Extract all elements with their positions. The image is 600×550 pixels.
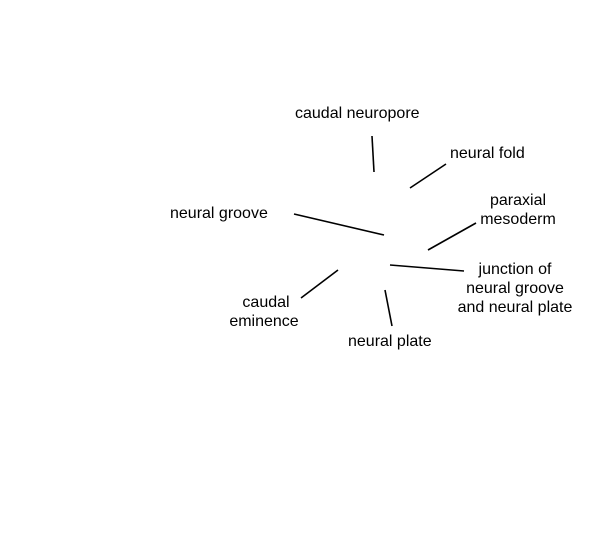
label-caudal-neuropore: caudal neuropore bbox=[295, 105, 420, 122]
label-junction: junction of neural groove and neural pla… bbox=[444, 260, 586, 317]
label-neural-groove: neural groove bbox=[170, 205, 268, 222]
leader-neural-groove bbox=[293, 213, 385, 236]
leader-caudal-eminence bbox=[300, 269, 339, 299]
label-neural-fold: neural fold bbox=[450, 145, 525, 162]
leader-neural-fold bbox=[409, 163, 447, 189]
label-line: and neural plate bbox=[457, 299, 573, 316]
leader-caudal-neuropore bbox=[371, 135, 375, 173]
label-line: paraxial bbox=[489, 192, 547, 209]
leader-neural-plate bbox=[384, 289, 393, 327]
label-line: mesoderm bbox=[480, 211, 556, 228]
label-line: junction of bbox=[478, 261, 552, 278]
label-neural-plate: neural plate bbox=[348, 333, 432, 350]
label-line: caudal bbox=[242, 294, 290, 311]
label-line: neural groove bbox=[466, 280, 564, 297]
leader-junction bbox=[389, 264, 465, 272]
label-paraxial-mesoderm: paraxial mesoderm bbox=[478, 191, 558, 229]
label-caudal-eminence: caudal eminence bbox=[218, 293, 310, 331]
label-line: eminence bbox=[229, 313, 299, 330]
leader-paraxial-mesoderm bbox=[427, 222, 477, 251]
